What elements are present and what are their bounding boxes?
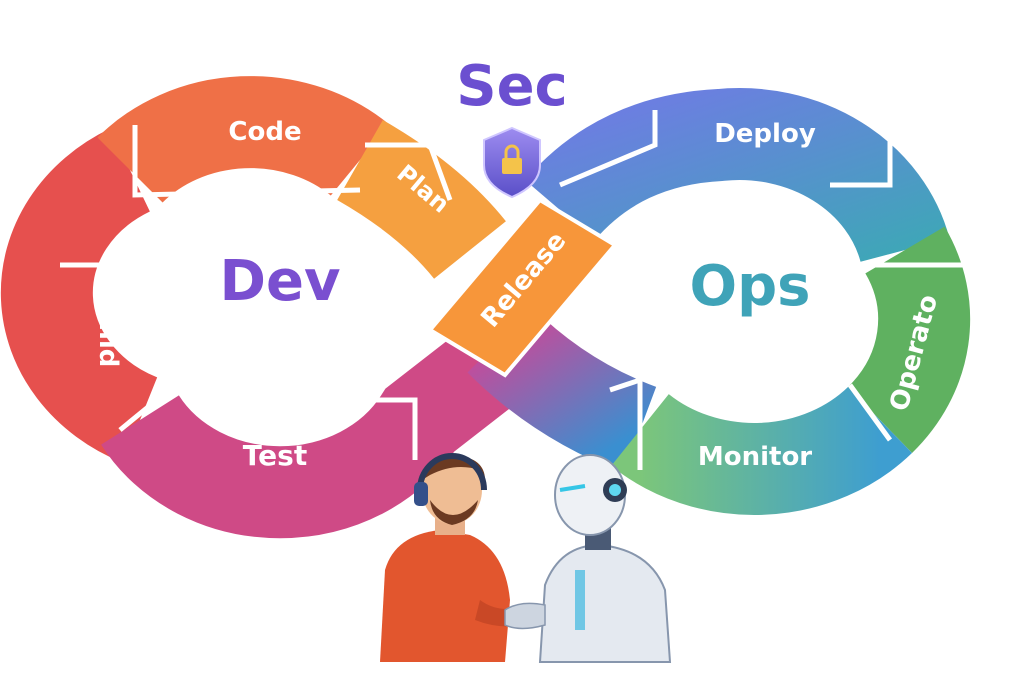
stage-deploy: Deploy (714, 119, 816, 149)
stage-build: Build (93, 293, 123, 368)
center-label-ops: Ops (689, 254, 810, 319)
headphones-icon (414, 482, 428, 506)
stage-test: Test (243, 439, 307, 472)
segment-plan (336, 120, 506, 280)
center-label-dev: Dev (220, 249, 341, 314)
shield-lock-icon (483, 126, 541, 199)
stage-code: Code (228, 117, 301, 147)
segment-operate (847, 226, 971, 453)
segment-deploy (525, 88, 950, 264)
segment-code (97, 76, 390, 204)
title-sec: Sec (456, 54, 568, 119)
robot-illustration (504, 454, 672, 663)
stage-monitor: Monitor (698, 442, 812, 472)
segment-release (426, 197, 619, 378)
segment-build (0, 128, 159, 463)
developer-illustration (380, 453, 530, 662)
segment-test (101, 313, 539, 539)
segment-monitor (611, 386, 912, 515)
